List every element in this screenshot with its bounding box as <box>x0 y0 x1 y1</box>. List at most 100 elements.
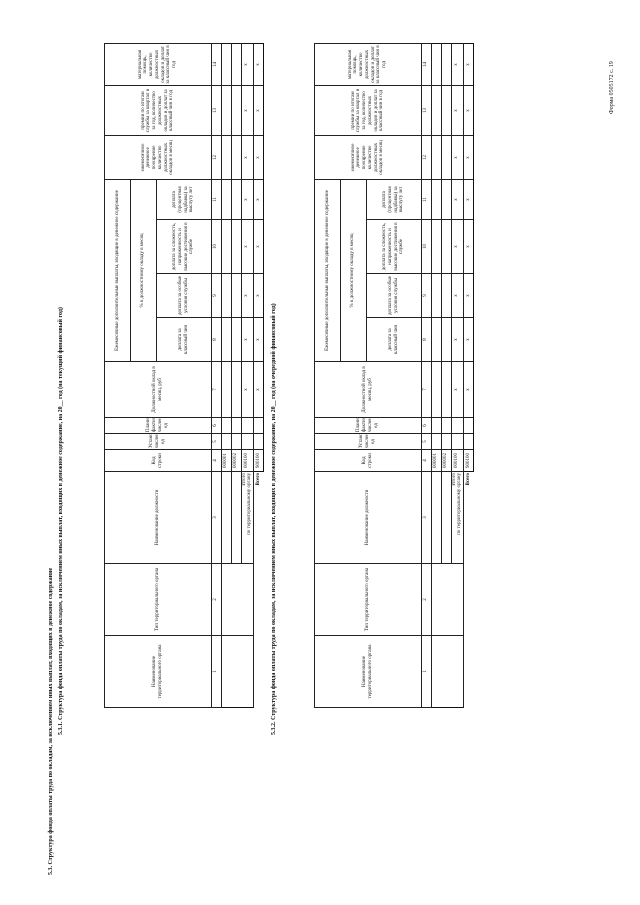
cell-input[interactable] <box>221 219 231 274</box>
cell-organ-type[interactable] <box>221 563 254 636</box>
cell-input[interactable] <box>231 317 241 362</box>
table-1-wrapper: Наименование территориального органа Тип… <box>104 43 264 708</box>
section-title-2: 5.3.2. Структура фонда оплаты труда по о… <box>271 303 277 735</box>
col-number: 5 <box>421 433 431 450</box>
cell-x: x <box>253 135 264 180</box>
col-number: 9 <box>211 273 221 318</box>
cell-input[interactable] <box>221 85 231 136</box>
cell-input[interactable] <box>463 417 474 434</box>
header-seniority: доплата (процентная надбавка) за выслугу… <box>366 179 421 220</box>
cell-input[interactable] <box>431 219 441 274</box>
cell-input[interactable] <box>231 361 241 418</box>
cell-input[interactable] <box>241 433 254 450</box>
cell-input[interactable] <box>431 417 441 434</box>
col-number: 13 <box>211 85 221 136</box>
cell-input[interactable] <box>441 85 451 136</box>
header-group-subtitle: % к должностному окладу в месяц <box>130 179 156 362</box>
cell-vsego-label: Всего <box>255 473 261 486</box>
cell-input[interactable] <box>431 43 441 86</box>
header-planned-staff: Планируемая фактическая численность, ед <box>314 417 421 434</box>
cell-x: x <box>451 361 464 418</box>
cell-input[interactable] <box>441 361 451 418</box>
cell-x: x <box>451 273 464 318</box>
cell-input[interactable] <box>451 433 464 450</box>
cell-input[interactable] <box>441 43 451 86</box>
cell-x: x <box>451 135 464 180</box>
col-number: 11 <box>421 179 431 220</box>
col-number: 14 <box>211 43 221 86</box>
cell-input[interactable] <box>221 417 231 434</box>
cell-input[interactable] <box>253 417 264 434</box>
cell-input[interactable] <box>253 433 264 450</box>
col-number: 4 <box>421 449 431 472</box>
cell-input[interactable] <box>231 135 241 180</box>
cell-input[interactable] <box>231 179 241 220</box>
col-number: 8 <box>421 317 431 362</box>
cell-input[interactable] <box>431 135 441 180</box>
cell-input[interactable] <box>221 273 231 318</box>
cell-x: x <box>253 219 264 274</box>
cell-input[interactable] <box>231 219 241 274</box>
header-group-monthly-payments: Ежемесячные дополнительные выплаты, вход… <box>104 179 131 362</box>
cell-input[interactable] <box>221 433 231 450</box>
header-group-subtitle: % к должностному окладу в месяц <box>340 179 366 362</box>
col-number: 2 <box>211 563 221 636</box>
cell-organ-name[interactable] <box>221 635 254 708</box>
cell-input[interactable] <box>431 85 441 136</box>
cell-input[interactable] <box>221 317 231 362</box>
header-complexity: доплата за сложность, напряженность и вы… <box>156 219 211 274</box>
cell-input[interactable] <box>231 85 241 136</box>
cell-position[interactable] <box>221 471 231 564</box>
cell-input[interactable] <box>451 417 464 434</box>
cell-input[interactable] <box>231 43 241 86</box>
cell-position[interactable] <box>431 471 441 564</box>
form-label: Форма 0505172 с. 19 <box>609 61 615 114</box>
cell-row-code: 000001 <box>221 449 231 472</box>
cell-position[interactable] <box>441 471 451 564</box>
cell-input[interactable] <box>463 433 474 450</box>
col-number: 3 <box>421 471 431 564</box>
cell-input[interactable] <box>431 317 441 362</box>
header-special-conditions: доплата за особые условия службы <box>366 273 421 318</box>
cell-input[interactable] <box>221 43 231 86</box>
header-monthly-bonus: ежемесячное денежное поощрение количеств… <box>104 135 211 180</box>
cell-row-code: 000002 <box>231 449 241 472</box>
cell-input[interactable] <box>441 433 451 450</box>
cell-input[interactable] <box>441 179 451 220</box>
cell-input[interactable] <box>431 361 441 418</box>
itogo-terr-text: по территориальному органу <box>457 473 463 535</box>
cell-input[interactable] <box>441 135 451 180</box>
cell-x: x <box>253 317 264 362</box>
cell-input[interactable] <box>441 273 451 318</box>
cell-position[interactable] <box>231 471 241 564</box>
cell-input[interactable] <box>431 179 441 220</box>
header-planned-staff: Планируемая фактическая численность, ед <box>104 417 211 434</box>
cell-x: x <box>253 273 264 318</box>
cell-x: x <box>253 361 264 418</box>
cell-input[interactable] <box>221 361 231 418</box>
cell-input[interactable] <box>441 417 451 434</box>
cell-input[interactable] <box>241 417 254 434</box>
cell-input[interactable] <box>431 273 441 318</box>
cell-input[interactable] <box>231 417 241 434</box>
cell-input[interactable] <box>431 433 441 450</box>
cell-input[interactable] <box>221 179 231 220</box>
cell-organ-name[interactable] <box>431 635 464 708</box>
cell-x: x <box>451 317 464 362</box>
cell-input[interactable] <box>441 317 451 362</box>
cell-x: x <box>451 179 464 220</box>
cell-input[interactable] <box>231 273 241 318</box>
table-2-wrapper: Наименование территориального органа Тип… <box>314 43 474 708</box>
cell-input[interactable] <box>231 433 241 450</box>
header-group-monthly-payments: Ежемесячные дополнительные выплаты, вход… <box>314 179 341 362</box>
table-5-3-2: Наименование территориального органа Тип… <box>314 43 474 708</box>
cell-organ-type[interactable] <box>431 563 464 636</box>
col-number: 4 <box>211 449 221 472</box>
cell-input[interactable] <box>221 135 231 180</box>
cell-x: x <box>463 317 474 362</box>
cell-x: x <box>241 179 254 220</box>
col-number: 7 <box>421 361 431 418</box>
cell-input[interactable] <box>441 219 451 274</box>
